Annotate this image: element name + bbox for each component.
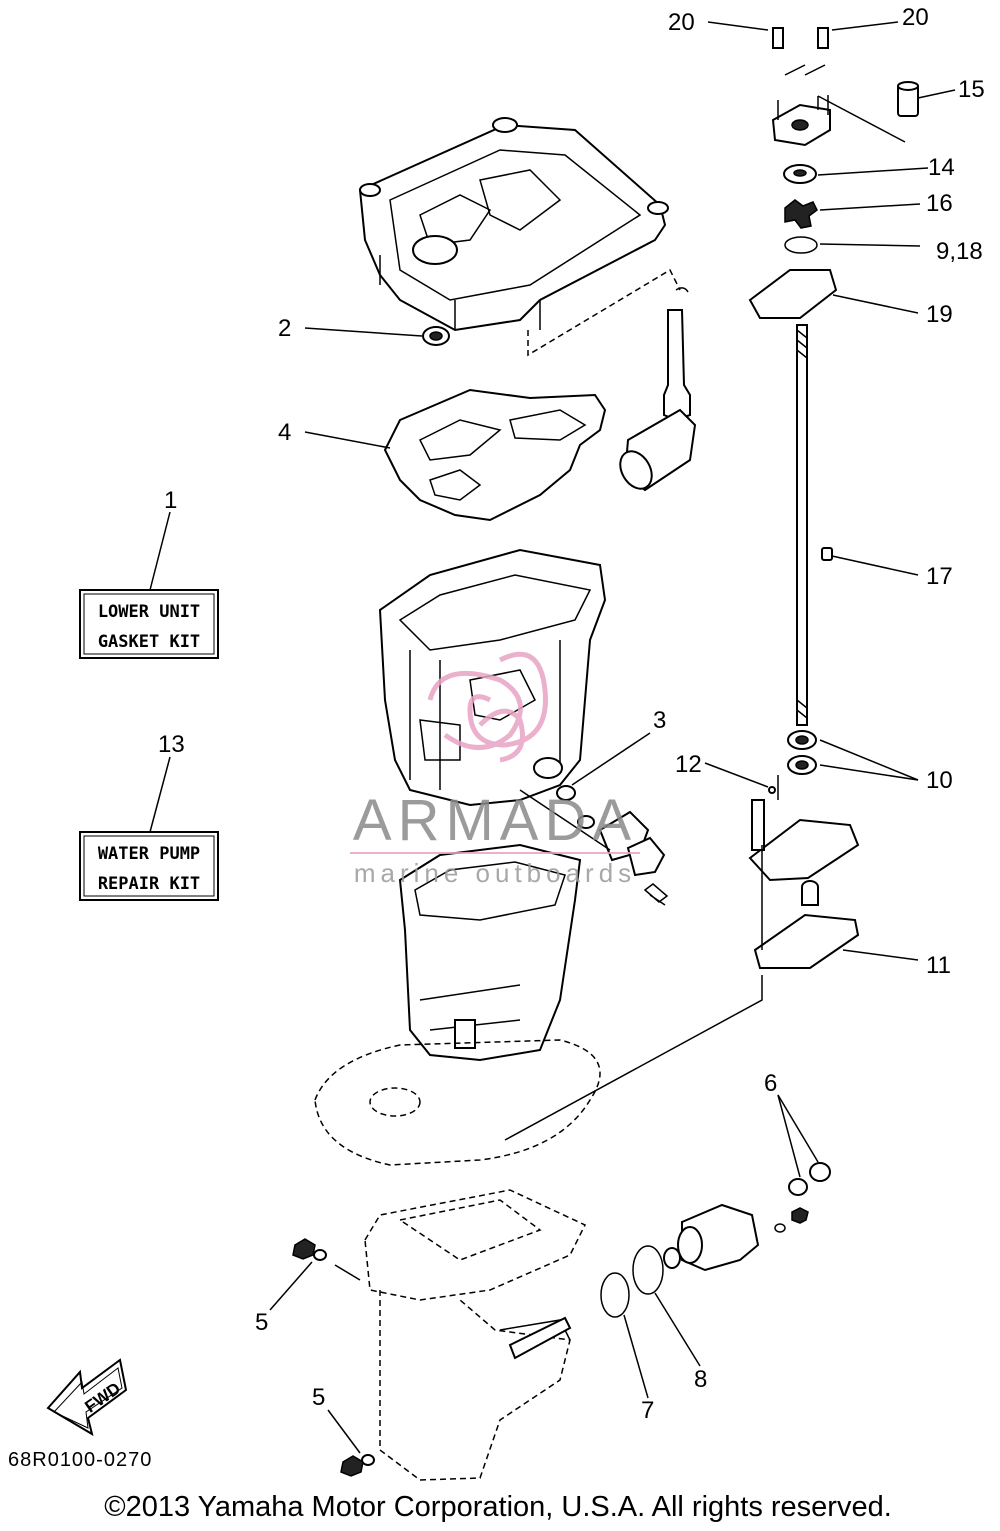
leader-lines [149,21,956,1454]
callout-17: 17 [926,563,953,590]
drive-housing-part [398,843,582,1062]
gasket-11-part [753,913,860,969]
callout-1: 1 [164,487,177,514]
diagram-code: 68R0100-0270 [8,1449,152,1471]
oil-pump-part [619,287,697,492]
cartridge-15-part [897,81,919,117]
kit-label-line1: LOWER UNIT [98,602,200,622]
callout-11: 11 [926,952,951,979]
callout-13: 13 [158,731,185,758]
o-ring-9-18-part [784,236,818,254]
drive-shaft-part [796,324,833,726]
outer-plate-part [748,269,838,319]
pin-12-part [768,786,776,794]
callout-4: 4 [278,419,291,446]
plate-hole [369,1087,421,1117]
callout-5-upper: 5 [255,1309,268,1336]
callout-3: 3 [653,707,666,734]
callout-14: 14 [928,154,955,181]
callout-19: 19 [926,301,953,328]
o-ring-7-part [600,1272,630,1318]
kit-label-line2: GASKET KIT [98,632,200,652]
watermark-brand: ARMADA [353,788,637,853]
callout-20-right: 20 [902,4,929,31]
prop-shaft-housing-part [663,1162,831,1272]
watermark: ARMADA marine outboards [350,651,640,888]
oil-seal-part [422,326,450,346]
bearing-10-part [787,730,817,775]
pump-base-part [748,799,860,906]
gasket-part [383,388,607,522]
callout-15: 15 [958,76,985,103]
bolt-20-part [772,27,829,49]
water-pump-housing-part [771,64,831,147]
callout-10: 10 [926,767,953,794]
fwd-arrow: FWD [46,1358,128,1437]
callout-9-18: 9,18 [936,238,983,265]
o-ring-8-part [632,1245,664,1295]
insert-14-part [783,164,817,184]
callout-16: 16 [926,190,953,217]
callout-6: 6 [764,1070,777,1097]
callout-20-left: 20 [668,9,695,36]
dashed-guide-top [527,268,681,357]
water-pump-repair-kit-box: WATER PUMP REPAIR KIT [79,831,219,901]
copyright-notice: ©2013 Yamaha Motor Corporation, U.S.A. A… [104,1491,892,1523]
kit-label-line1: WATER PUMP [98,844,200,864]
watermark-tagline: marine outboards [354,858,636,888]
guide-line-15 [817,95,906,143]
callout-5-lower: 5 [312,1384,325,1411]
bolt-washer-part [292,1238,375,1477]
impeller-part [784,199,818,229]
callout-8: 8 [694,1366,707,1393]
kit-label-line2: REPAIR KIT [98,874,200,894]
callout-7: 7 [641,1397,654,1424]
callout-2: 2 [278,315,291,342]
propeller-shaft-part [508,1316,572,1360]
cavitation-plate-part [314,1039,601,1166]
pump-guide-line [504,845,763,1141]
upper-casing-part [358,117,669,332]
grommet-part [519,785,669,906]
callout-12: 12 [675,751,702,778]
lower-unit-gasket-kit-box: LOWER UNIT GASKET KIT [79,589,219,659]
